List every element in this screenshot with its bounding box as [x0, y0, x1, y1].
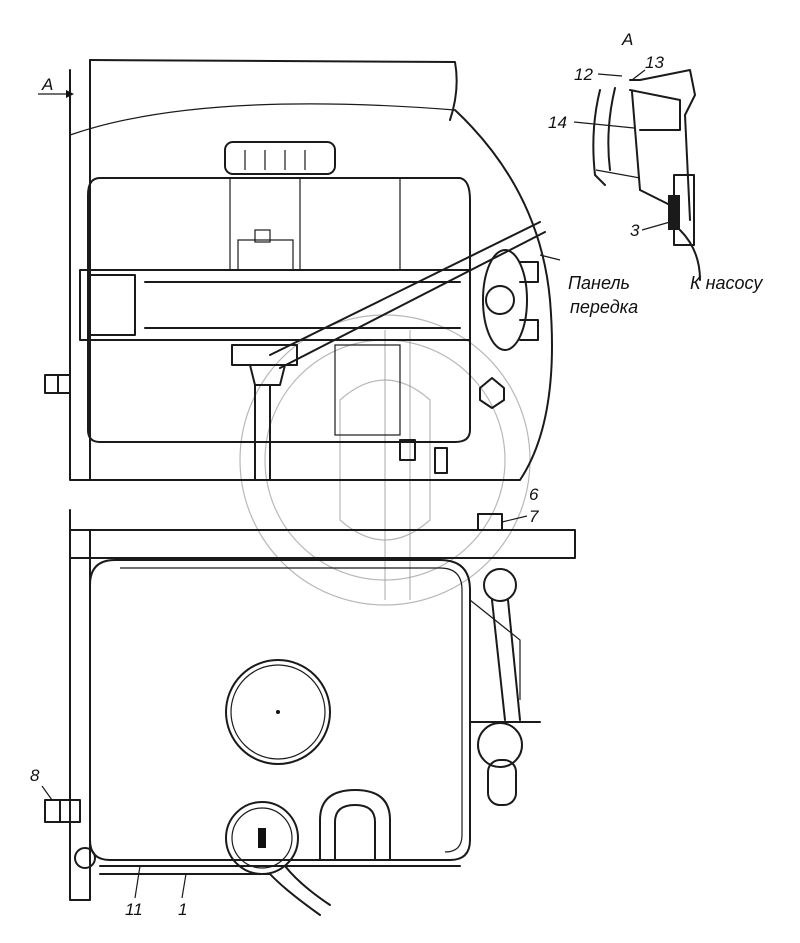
- detail-view-label: A: [621, 30, 633, 49]
- callout-14: 14: [548, 113, 567, 132]
- callout-8: 8: [30, 766, 40, 785]
- callout-6: 6: [529, 485, 539, 504]
- callout-13: 13: [645, 53, 664, 72]
- callout-1: 1: [178, 900, 187, 919]
- caption-to-pump: К насосу: [690, 273, 763, 293]
- watermark: [239, 314, 531, 606]
- callout-12: 12: [574, 65, 593, 84]
- detail-view-a: [592, 69, 701, 281]
- callout-7: 7: [529, 507, 539, 526]
- caption-panel-line1: Панель: [568, 273, 630, 293]
- upper-assembly: [44, 59, 561, 481]
- callout-11: 11: [125, 900, 143, 919]
- lower-assembly: [44, 509, 576, 916]
- callout-3: 3: [630, 221, 640, 240]
- view-marker-a: A: [41, 75, 53, 94]
- caption-panel-line2: передка: [570, 297, 638, 317]
